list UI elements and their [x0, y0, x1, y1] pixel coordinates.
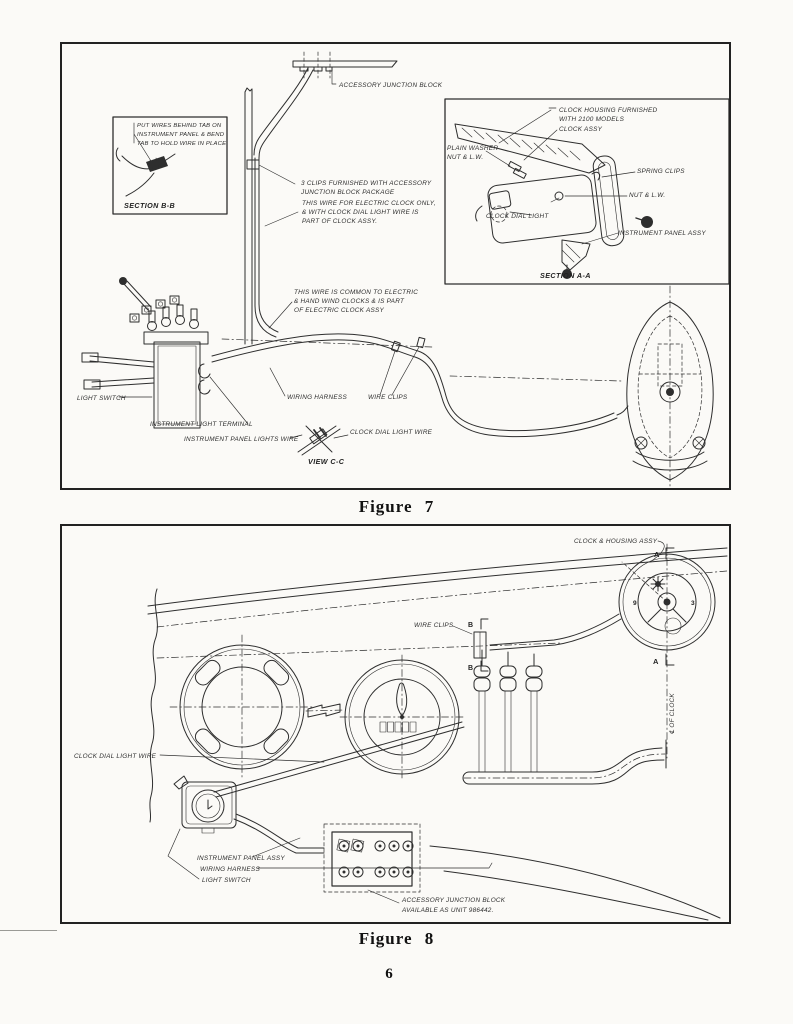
- harness-connectors-drawing: [473, 649, 543, 773]
- figure7-diagram: ACCESSORY JUNCTION BLOCK 3 CLIPS FURNISH…: [77, 51, 729, 488]
- harness-conduit-drawing: [462, 739, 667, 785]
- clock-dial-light-label: CLOCK DIAL LIGHT: [486, 213, 549, 220]
- cowl-curve-lower: [443, 870, 709, 921]
- fig8-wiring-harness-label: WIRING HARNESS: [200, 866, 260, 873]
- fig8-instrument-panel-assy-label: INSTRUMENT PANEL ASSY: [197, 855, 285, 862]
- fig8-junction-note-line1: ACCESSORY JUNCTION BLOCK: [401, 897, 506, 904]
- gauge-opening-drawing: [339, 654, 465, 780]
- fig8-dial-light-wire-leader: [159, 754, 325, 763]
- figure7-caption: Figure 7: [358, 497, 435, 516]
- fig7-instrument-panel-lights-wire-label: INSTRUMENT PANEL LIGHTS WIRE: [184, 436, 299, 443]
- figure7-panel: ACCESSORY JUNCTION BLOCK 3 CLIPS FURNISH…: [60, 42, 731, 490]
- accessory-junction-block-drawing: [292, 51, 398, 85]
- electric-note-leader: [264, 211, 299, 227]
- section-marker-a-bottom: A: [653, 657, 659, 666]
- fig7-common-note-line2: & HAND WIND CLOCKS & IS PART: [294, 298, 405, 305]
- light-switch8-drawing: [173, 775, 325, 854]
- speedometer-housing-drawing: [616, 285, 714, 488]
- figure8-panel: 9 3 A A CLOCK & HOUSING ASSY ℄ OF CLOCK …: [60, 524, 731, 924]
- fig7-electric-note-line2: & WITH CLOCK DIAL LIGHT WIRE IS: [302, 209, 419, 216]
- fig7-common-note-line1: THIS WIRE IS COMMON TO ELECTRIC: [294, 289, 418, 296]
- harness-centerline: [156, 642, 563, 659]
- fig7-light-switch-label: LIGHT SWITCH: [77, 395, 126, 402]
- dash-top-edge: [147, 547, 728, 628]
- instrument-light-terminal-leader: [209, 376, 249, 425]
- fig7-wiring-harness-label: WIRING HARNESS: [287, 394, 347, 401]
- speedometer-opening-drawing: [169, 634, 315, 780]
- clock-numeral-nine: 9: [633, 600, 637, 607]
- fig8-clock-dial-light-wire-label: CLOCK DIAL LIGHT WIRE: [74, 753, 157, 760]
- wiring-harness-leader8: [257, 862, 493, 869]
- fig8-wire-clips-label: WIRE CLIPS: [414, 622, 454, 629]
- fig7-electric-note-line3: PART OF CLOCK ASSY.: [302, 218, 377, 225]
- clock-centerline-label: ℄ OF CLOCK: [669, 693, 676, 734]
- scan-artifact-line: [0, 930, 57, 931]
- section-aa-caption: SECTION A-A: [540, 271, 591, 280]
- torn-panel-edge: [149, 588, 158, 823]
- figure8-caption: Figure 8: [358, 929, 435, 948]
- fig7-clips-note-line1: 3 CLIPS FURNISHED WITH ACCESSORY: [301, 180, 432, 187]
- nut-lw-label: NUT & L.W.: [629, 192, 665, 199]
- wiring-harness-leader: [269, 367, 286, 397]
- fig7-accessory-junction-block-label: ACCESSORY JUNCTION BLOCK: [338, 82, 443, 89]
- fig7-clips-note-line2: JUNCTION BLOCK PACKAGE: [300, 189, 395, 196]
- section-aa-inset: [444, 98, 729, 285]
- panel-lights-wire-leader: [289, 434, 303, 439]
- light-switch-leader8: [167, 828, 200, 880]
- clock-housing-note-line2: WITH 2100 MODELS: [559, 116, 625, 123]
- section-bb-caption: SECTION B-B: [124, 201, 175, 210]
- clock-dial-light-wire-leader: [333, 434, 349, 439]
- clock-feed-wire: [253, 67, 314, 338]
- clock-housing-assy-leader: [649, 540, 665, 563]
- section-bb-note-line1: PUT WIRES BEHIND TAB ON: [137, 123, 222, 129]
- view-cc-drawing: [297, 425, 341, 456]
- pillar-wire-clip: [246, 159, 296, 185]
- fig7-clock-dial-light-wire-label: CLOCK DIAL LIGHT WIRE: [350, 429, 433, 436]
- section-marker-b-top: B: [468, 622, 473, 629]
- section-bb-note-line2: INSTRUMENT PANEL & BEND: [137, 132, 225, 138]
- clock-housing-drawing: [489, 543, 716, 759]
- clock-assy-label: CLOCK ASSY: [559, 126, 603, 133]
- figure8-diagram: 9 3 A A CLOCK & HOUSING ASSY ℄ OF CLOCK …: [74, 538, 728, 921]
- chevrolet-bowtie-emblem: [305, 703, 345, 718]
- cowl-curve-upper: [429, 845, 721, 919]
- section-marker-b-bottom: B: [468, 665, 473, 672]
- page-number: 6: [385, 966, 393, 982]
- wire-clip-b-drawing: [452, 618, 489, 672]
- section-bb-inset: [112, 116, 228, 215]
- clock-numeral-three: 3: [691, 600, 695, 607]
- light-switch-drawing: [81, 277, 211, 429]
- fig8-clock-housing-assy-label: CLOCK & HOUSING ASSY: [574, 538, 658, 545]
- plain-washer-label-line1: PLAIN WASHER: [447, 145, 498, 152]
- junction-block-drawing: [323, 823, 421, 893]
- dial-light-wire-drawing: [213, 721, 465, 798]
- fig7-electric-note-line1: THIS WIRE FOR ELECTRIC CLOCK ONLY,: [302, 200, 436, 207]
- instrument-panel-assy-label: INSTRUMENT PANEL ASSY: [618, 230, 706, 237]
- plain-washer-label-line2: NUT & L.W.: [447, 154, 483, 161]
- panel-assy-leader: [251, 837, 301, 858]
- wiring-harness-drawing: [211, 333, 623, 438]
- windshield-pillar: [244, 87, 253, 345]
- junction-note-leader: [367, 889, 400, 904]
- clock-housing-note-line1: CLOCK HOUSING FURNISHED: [559, 107, 658, 114]
- section-marker-a-top: A: [654, 550, 660, 559]
- spring-clips-label: SPRING CLIPS: [637, 168, 685, 175]
- wire-clips-leaders: [379, 346, 420, 396]
- fig8-junction-note-line2: AVAILABLE AS UNIT 986442.: [401, 907, 494, 914]
- fig7-common-note-line3: OF ELECTRIC CLOCK ASSY: [294, 307, 385, 314]
- fig8-light-switch-label: LIGHT SWITCH: [202, 877, 251, 884]
- fig7-wire-clips-label: WIRE CLIPS: [368, 394, 408, 401]
- common-note-leader: [268, 301, 293, 329]
- fig7-instrument-light-terminal-label: INSTRUMENT LIGHT TERMINAL: [150, 421, 253, 428]
- section-bb-note-line3: TAB TO HOLD WIRE IN PLACE: [137, 141, 226, 147]
- view-cc-caption: VIEW C-C: [308, 457, 345, 466]
